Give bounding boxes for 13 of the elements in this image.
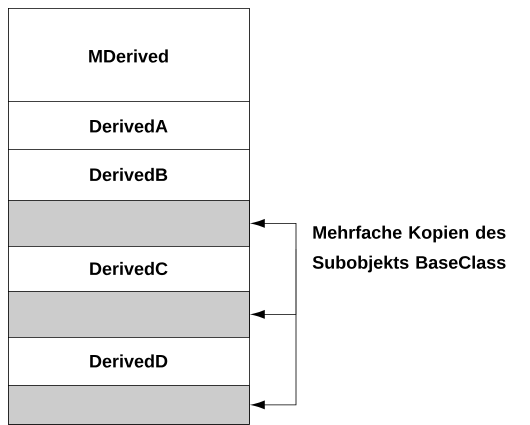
subobject-box (8, 291, 250, 338)
class-band (8, 101, 250, 150)
class-name: MDerived (89, 49, 168, 63)
annotation-text: Mehrfache Kopien des Subobjekts BaseClass (312, 226, 506, 272)
class-name: DerivedB (90, 168, 168, 182)
class-name: DerivedD (90, 354, 168, 368)
bracket-arrow (251, 219, 296, 250)
subobject-box (8, 200, 250, 247)
class-name: DerivedC (90, 262, 168, 276)
bracket-arrow (251, 248, 296, 410)
subobject-box (8, 385, 250, 425)
class-band (8, 8, 250, 102)
class-name: DerivedA (90, 119, 168, 133)
